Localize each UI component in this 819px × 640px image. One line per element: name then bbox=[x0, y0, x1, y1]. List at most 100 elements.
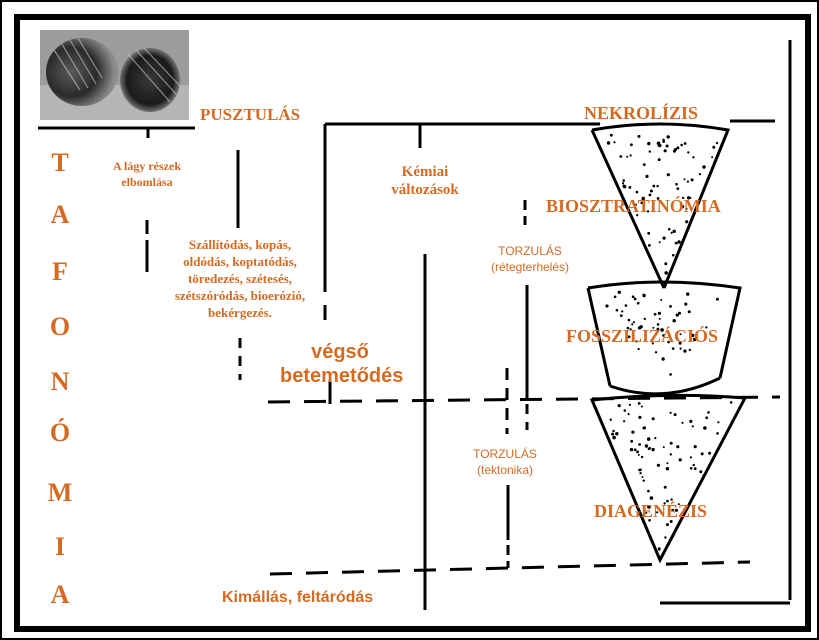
stipple-dot bbox=[621, 182, 625, 185]
stipple-dot bbox=[633, 297, 637, 301]
stipple-dot bbox=[675, 508, 678, 512]
stipple-dot bbox=[665, 144, 669, 148]
stipple-dot bbox=[693, 467, 697, 470]
stipple-dot bbox=[622, 185, 627, 189]
stipple-dot bbox=[621, 310, 624, 313]
stipple-dot bbox=[605, 304, 609, 308]
stipple-dot bbox=[690, 178, 694, 182]
stipple-dot bbox=[677, 240, 681, 244]
label-vegso-betemetodes: végső betemetődés bbox=[280, 340, 403, 388]
stipple-dot bbox=[689, 467, 693, 470]
stipple-dot bbox=[623, 420, 626, 423]
stipple-dot bbox=[672, 229, 676, 233]
stipple-dot bbox=[656, 184, 659, 188]
stipple-dot bbox=[669, 411, 672, 414]
stipple-dot bbox=[691, 425, 694, 428]
stipple-dot bbox=[642, 163, 646, 167]
kemiai-line1: Kémiai bbox=[401, 164, 449, 180]
stipple-dot bbox=[629, 328, 632, 331]
stipple-dot bbox=[637, 347, 640, 351]
stipple-dot bbox=[656, 327, 660, 331]
stipple-dot bbox=[692, 337, 697, 342]
stipple-dot bbox=[648, 193, 652, 197]
stipple-dot bbox=[676, 445, 680, 449]
title-letter: N bbox=[50, 367, 70, 396]
stipple-dot bbox=[669, 373, 672, 376]
stipple-dot bbox=[673, 413, 677, 417]
stipple-dot bbox=[635, 340, 638, 343]
stipple-dot bbox=[676, 187, 680, 191]
stipple-dot bbox=[670, 498, 673, 501]
stipple-dot bbox=[615, 308, 619, 312]
stipple-dot bbox=[637, 402, 641, 405]
fossil-photo bbox=[40, 30, 189, 120]
stipple-dot bbox=[656, 511, 659, 514]
stipple-dot bbox=[631, 295, 635, 299]
cone-top bbox=[591, 122, 731, 289]
stipple-dot bbox=[656, 141, 661, 146]
stipple-dot bbox=[665, 523, 669, 527]
title-letter: M bbox=[47, 478, 73, 507]
stipple-dot bbox=[683, 178, 686, 181]
stipple-dot bbox=[705, 416, 709, 420]
stipple-dot bbox=[677, 503, 680, 506]
stipple-dot bbox=[664, 262, 668, 266]
stipple-dot bbox=[670, 231, 673, 234]
stipple-dot bbox=[636, 450, 639, 454]
stipple-dot bbox=[660, 328, 664, 332]
stipple-dot bbox=[626, 326, 630, 330]
stipple-dot bbox=[631, 430, 635, 434]
stipple-dot bbox=[646, 210, 650, 213]
szall-line5: bekérgezés. bbox=[208, 305, 272, 320]
stipple-dot bbox=[692, 463, 695, 467]
lagy-line1: A lágy részek bbox=[113, 159, 181, 173]
title-letter: Ó bbox=[49, 418, 71, 447]
stipple-dot bbox=[606, 141, 611, 145]
stipple-dot bbox=[676, 337, 679, 340]
label-kimallas: Kimállás, feltáródás bbox=[222, 589, 374, 606]
stipple-dot bbox=[686, 196, 691, 200]
stipple-dot bbox=[662, 446, 665, 449]
stipple-dot bbox=[637, 134, 641, 138]
stipple-dot bbox=[645, 511, 648, 514]
stipple-dot bbox=[669, 520, 673, 523]
stipple-dot bbox=[711, 156, 714, 159]
stipple-dot bbox=[666, 499, 669, 503]
stipple-dot bbox=[685, 220, 689, 224]
stipple-dot bbox=[672, 253, 675, 257]
stipple-dot bbox=[639, 468, 642, 472]
stipple-dot bbox=[648, 519, 651, 522]
stipple-dot bbox=[633, 448, 637, 452]
stipple-dot bbox=[640, 201, 643, 205]
stipple-dot bbox=[669, 441, 673, 445]
stipple-dot bbox=[652, 184, 656, 188]
stipple-dot bbox=[680, 143, 683, 147]
stipple-dot bbox=[675, 313, 679, 317]
stipple-dot bbox=[623, 409, 627, 412]
stipple-dot bbox=[647, 231, 651, 235]
stipple-dot bbox=[644, 444, 649, 448]
stipple-dot bbox=[627, 335, 631, 339]
stipple-dot bbox=[684, 302, 688, 306]
stipple-dot bbox=[637, 453, 640, 456]
stipple-dot bbox=[679, 333, 682, 336]
stipple-dots bbox=[605, 133, 733, 551]
label-fosszilizacios: FOSSZILIZÁCIÓS bbox=[566, 326, 719, 346]
stipple-dot bbox=[669, 453, 672, 456]
stipple-dot bbox=[639, 325, 643, 329]
stipple-dot bbox=[686, 180, 690, 183]
stipple-dot bbox=[657, 311, 662, 315]
title-letter: I bbox=[54, 532, 66, 561]
stipple-dot bbox=[662, 140, 665, 143]
stipple-dot bbox=[660, 298, 663, 301]
cone-bottom bbox=[589, 393, 748, 564]
cone-group bbox=[586, 122, 748, 564]
stipple-dot bbox=[642, 479, 645, 482]
stipple-dot bbox=[649, 189, 653, 193]
stipple-dot bbox=[612, 435, 616, 440]
label-pusztulas: PUSZTULÁS bbox=[200, 105, 301, 124]
lagy-line2: elbomlása bbox=[121, 175, 173, 189]
stipple-dot bbox=[656, 197, 660, 200]
